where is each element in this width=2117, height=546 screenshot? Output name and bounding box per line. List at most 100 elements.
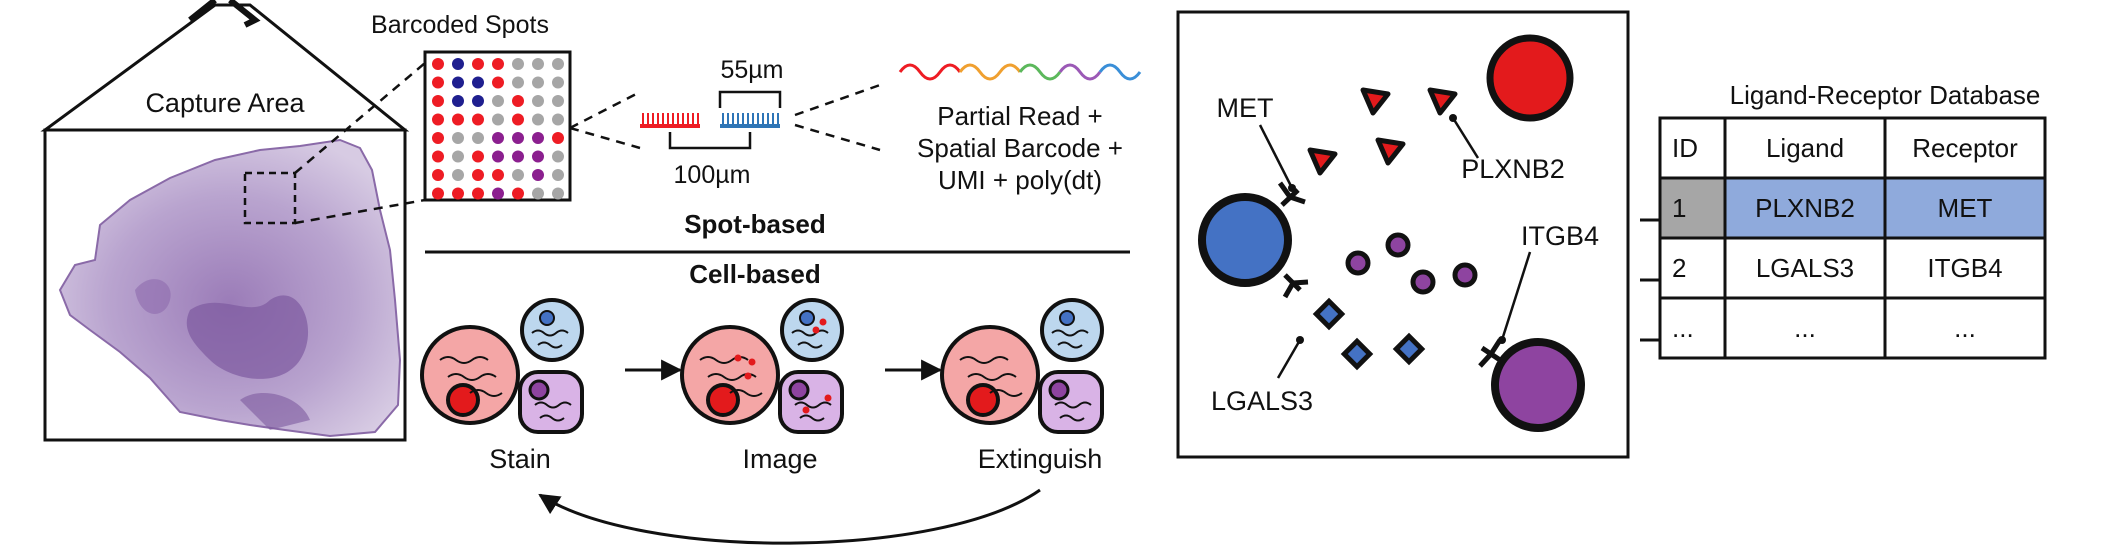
barcoded-spot [432, 132, 444, 144]
barcoded-spot [432, 113, 444, 126]
distance-55-label: 55µm [720, 56, 783, 84]
table-header-text: Receptor [1912, 133, 2018, 163]
barcoded-spot [492, 58, 504, 70]
read-line-2: Spatial Barcode + [917, 133, 1123, 163]
tissue-section [58, 138, 402, 438]
met-label: MET [1217, 93, 1274, 123]
capture-area-panel: Capture Area [40, 0, 426, 442]
met-receptor [1277, 181, 1306, 207]
purple-dots [1345, 232, 1478, 295]
plxnb2-ligands [1307, 87, 1458, 176]
barcoded-spot [512, 58, 524, 70]
spot-connector-bottom [569, 126, 641, 150]
signal-dot [819, 318, 827, 326]
bracket-100 [668, 132, 752, 150]
blue-cell-small [1040, 298, 1104, 362]
barcoded-spot [492, 150, 504, 163]
purple-cell-small [778, 370, 844, 434]
table-cell-text: ... [1672, 313, 1694, 343]
barcoded-spot [532, 150, 544, 163]
slide-hook [188, 0, 261, 28]
barcoded-spot [492, 95, 504, 107]
barcoded-spot [552, 169, 564, 181]
red-cell [1486, 34, 1574, 122]
table-cell [1883, 236, 2047, 300]
cycle-return-arrow [538, 488, 1041, 545]
barcoded-spot [432, 58, 444, 70]
barcoded-spots-label: Barcoded Spots [371, 11, 549, 39]
barcoded-spots-panel: Barcoded Spots 55µm 100µm Partial R [371, 11, 1142, 202]
barcoded-spot [472, 58, 484, 70]
itgb4-leader [1500, 251, 1532, 341]
table-header-text: ID [1672, 133, 1698, 163]
barcoded-spot [532, 169, 544, 181]
tissue-dense-region-2 [240, 392, 310, 430]
table-cell-text: PLXNB2 [1755, 193, 1855, 223]
pink-cell-nucleus [706, 383, 740, 417]
barcoded-spot [452, 76, 464, 89]
signal-dot [802, 406, 810, 414]
lgals3-label: LGALS3 [1211, 386, 1313, 416]
barcoded-spot [472, 187, 484, 200]
table-cell-text: ITGB4 [1927, 253, 2002, 283]
table-cell [1658, 176, 1727, 240]
distance-100-label: 100µm [674, 161, 751, 189]
table-cell-text: LGALS3 [1756, 253, 1854, 283]
pink-cell-nucleus [966, 383, 1000, 417]
barcoded-spot [452, 169, 464, 181]
barcoded-spot [512, 169, 524, 181]
spot-based-label: Spot-based [684, 209, 826, 239]
barcoded-spot [472, 95, 484, 107]
purple-cell [1491, 338, 1585, 432]
step-image-label: Image [742, 444, 817, 474]
signal-dot [734, 354, 742, 362]
pink-cell [420, 325, 520, 425]
barcoded-spot [512, 76, 524, 89]
barcoded-spot [432, 95, 444, 107]
barcoded-spot [492, 169, 504, 181]
barcoded-spot [552, 187, 564, 200]
plxnb2-leader-dot [1449, 114, 1457, 122]
itgb4-leader-dot [1498, 336, 1506, 344]
barcoded-spot [532, 132, 544, 144]
table-cell [1658, 236, 1727, 300]
signal-dot [748, 358, 756, 366]
table-header-cell [1723, 116, 1887, 180]
barcoded-spot [552, 113, 564, 126]
barcoded-spot [552, 150, 564, 163]
barcoded-spot [552, 76, 564, 89]
table-cell-text: 2 [1672, 253, 1686, 283]
zoom-connector-top [294, 62, 426, 174]
barcoded-spot [492, 132, 504, 144]
barcoded-spot [472, 113, 484, 126]
barcoded-spot [452, 95, 464, 107]
barcoded-spot [532, 58, 544, 70]
stain-cell-group [420, 298, 584, 434]
barcoded-spot [452, 113, 464, 126]
barcoded-spot [532, 76, 544, 89]
cell-based-label: Cell-based [689, 259, 821, 289]
bracket-55 [718, 90, 782, 108]
barcoded-spot [512, 150, 524, 163]
barcoded-spot [492, 113, 504, 126]
step-extinguish-label: Extinguish [978, 444, 1103, 474]
barcoded-spot [432, 169, 444, 181]
extinguish-cell-group [940, 298, 1104, 434]
blue-cell-small [520, 298, 584, 362]
read-line-1: Partial Read + [937, 101, 1102, 131]
read-connector-bottom [794, 123, 881, 152]
oligo-red [640, 113, 700, 128]
lgals3-leader [1276, 339, 1302, 379]
barcoded-spot [452, 187, 464, 200]
barcoded-spot [512, 113, 524, 126]
barcoded-spot [492, 187, 504, 200]
zoom-connector-bottom [294, 198, 426, 225]
blue-cell-small [780, 298, 844, 362]
barcoded-spot [552, 58, 564, 70]
barcoded-spot [532, 187, 544, 200]
signal-dot [744, 372, 752, 380]
read-connector-top [794, 83, 881, 117]
purple-cell-small [1038, 370, 1104, 434]
